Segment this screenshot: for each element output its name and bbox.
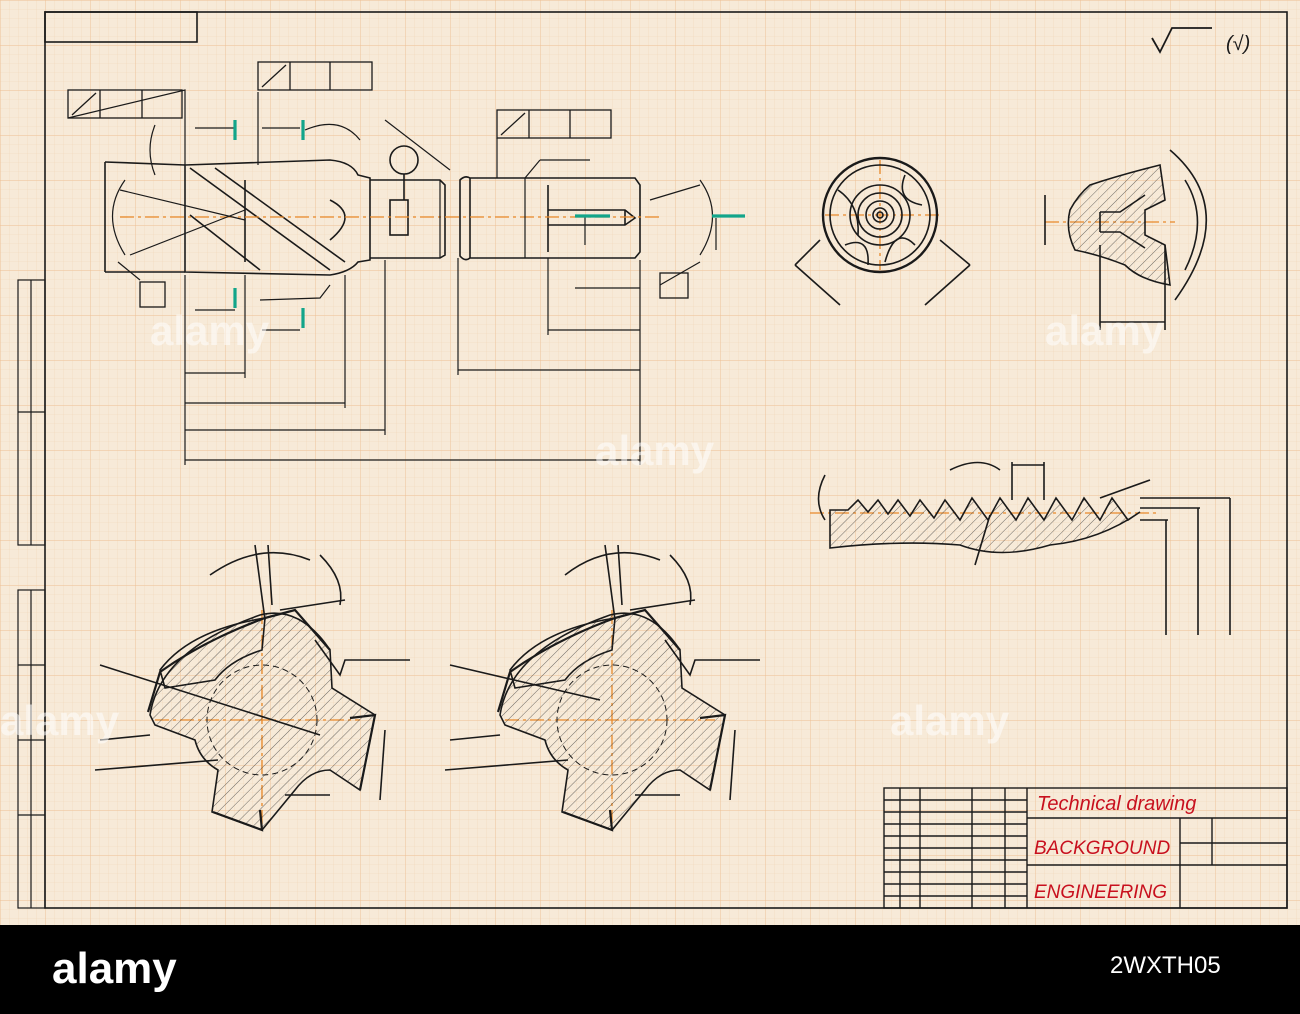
- cross-section-left: [94, 544, 410, 832]
- drawing-sheet: (√): [0, 0, 1300, 925]
- watermark: alamy: [0, 697, 120, 744]
- title-line-3: ENGINEERING: [1034, 882, 1167, 903]
- image-code: 2WXTH05: [1110, 952, 1221, 979]
- title-block: [883, 787, 1288, 909]
- watermark: alamy: [890, 697, 1010, 744]
- title-line-1: Technical drawing: [1037, 793, 1196, 815]
- left-margin-boxes: [17, 279, 46, 909]
- watermark: alamy: [150, 307, 270, 354]
- feature-control-frames: [67, 61, 689, 308]
- stock-footer: alamy 2WXTH05: [0, 925, 1300, 1009]
- thread-profile: [817, 461, 1231, 635]
- side-view-dimensions: [67, 89, 717, 465]
- surface-roughness-icon: (√): [1151, 27, 1250, 55]
- cross-section-right: [444, 544, 760, 832]
- tool-side-view: [104, 145, 641, 276]
- center-hole-section: [1044, 149, 1208, 330]
- tool-end-view: [794, 156, 971, 306]
- title-line-2: BACKGROUND: [1034, 838, 1170, 859]
- alamy-logo: alamy: [52, 944, 177, 993]
- section-marks: [233, 120, 745, 328]
- drawing-canvas: (√): [0, 0, 1300, 925]
- watermark: alamy: [1045, 307, 1165, 354]
- watermark: alamy: [595, 427, 715, 474]
- watermarks: alamy alamy alamy alamy alamy: [0, 307, 1165, 744]
- roughness-check: (√): [1226, 33, 1250, 55]
